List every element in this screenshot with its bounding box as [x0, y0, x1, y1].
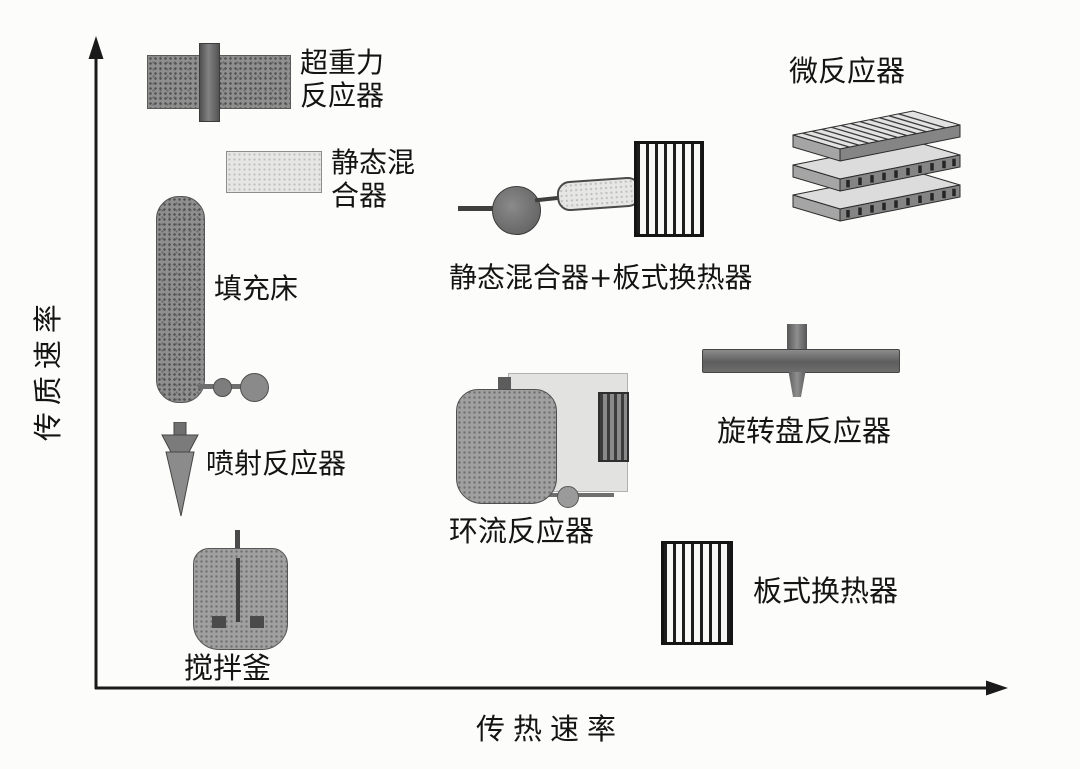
static-mixer-icon [226, 151, 322, 193]
jet-reactor-icon [161, 422, 199, 517]
microreactor-corrugation-lines [802, 113, 946, 148]
microreactor-channel-dashes [846, 158, 956, 188]
static-mixer-tube-icon [556, 176, 642, 212]
stirred-tank-shaft-inner-icon [236, 558, 240, 622]
label-line: 静态混 [331, 146, 416, 179]
label-line: 反应器 [300, 79, 385, 113]
packed-bed-pump-icon [240, 373, 269, 402]
y-axis-label: 传质速率 [30, 297, 65, 442]
label-line: 合器 [331, 179, 388, 213]
static-mixer-plate-hx-label: 静态混合器+板式换热器 [449, 261, 753, 294]
plate-heat-exchanger-small-icon [634, 141, 704, 237]
loop-reactor-label: 环流反应器 [449, 514, 595, 548]
stirred-tank-impeller-right-icon [250, 616, 264, 628]
y-axis-arrow-icon [88, 36, 104, 59]
loop-reactor-hx-icon [598, 392, 629, 462]
packed-bed-label: 填充床 [214, 272, 299, 305]
x-axis-arrow-icon [986, 680, 1008, 696]
static-mixer-plate-hx-pipe-icon [458, 206, 510, 211]
stirred-tank-impeller-left-icon [212, 616, 226, 628]
microreactor-slab [792, 140, 961, 192]
packed-bed-icon [156, 196, 205, 403]
microreactor-label: 微反应器 [789, 54, 906, 88]
loop-reactor-pump-icon [557, 486, 579, 508]
jet-reactor-label: 喷射反应器 [206, 447, 347, 480]
microreactor-channel-dashes [846, 188, 956, 218]
microreactor-slab [792, 110, 961, 162]
stirred-tank-icon [193, 548, 288, 650]
high-gravity-reactor-label: 超重力 反应器 [300, 46, 384, 112]
static-mixer-plate-hx-pump-icon [492, 186, 541, 235]
microreactor-icon [792, 110, 961, 222]
plate-heat-exchanger-icon [661, 541, 733, 645]
loop-reactor-vessel-icon [456, 389, 557, 504]
label-line: 超重力 [300, 46, 385, 79]
microreactor-slab [792, 170, 961, 222]
stirred-tank-label: 搅拌釜 [184, 651, 272, 685]
packed-bed-valve-icon [213, 378, 232, 397]
x-axis-label: 传热速率 [475, 712, 624, 746]
high-gravity-reactor-shaft-icon [199, 43, 220, 122]
spinning-disc-reactor-label: 旋转盘反应器 [717, 414, 892, 448]
spinning-disc-bar-icon [702, 349, 900, 373]
spinning-disc-shaft-top-icon [787, 324, 807, 350]
static-mixer-label: 静态混 合器 [331, 146, 415, 212]
spinning-disc-shaft-bottom-icon [788, 372, 806, 397]
plate-heat-exchanger-label: 板式换热器 [753, 574, 899, 608]
